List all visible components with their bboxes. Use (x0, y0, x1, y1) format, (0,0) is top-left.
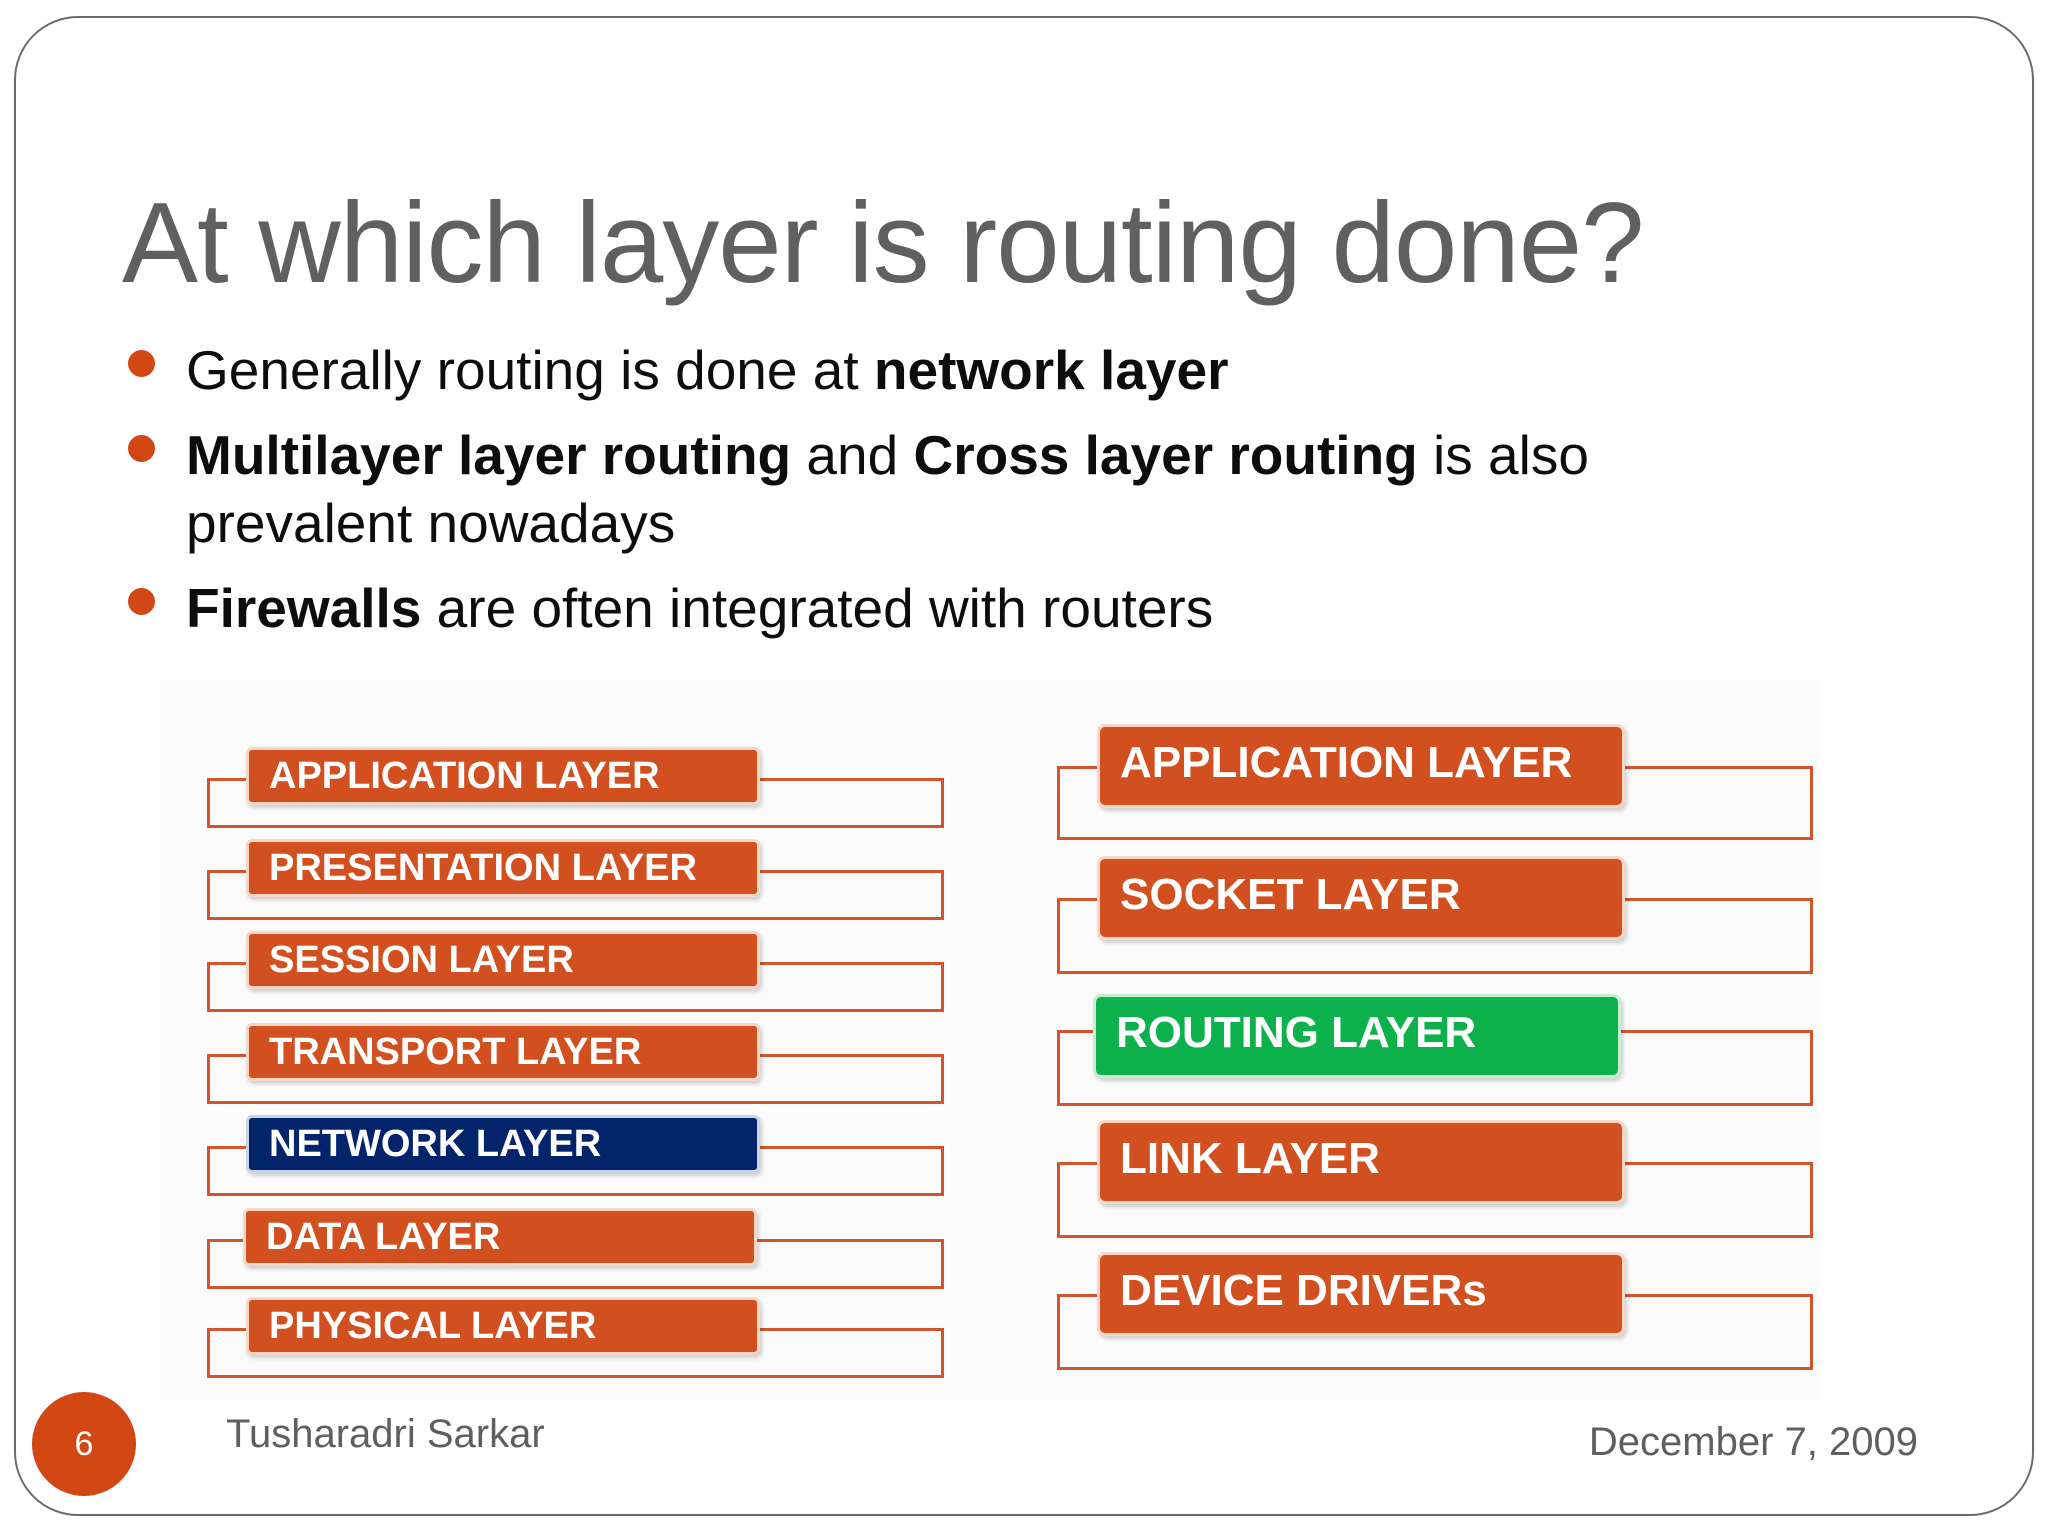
footer-author: Tusharadri Sarkar (226, 1412, 545, 1456)
bullet-dot-icon (128, 588, 155, 615)
bullet-emphasis: network layer (873, 339, 1229, 401)
alt-layer-socket: SOCKET LAYER (1097, 856, 1625, 940)
osi-layer-data: DATA LAYER (243, 1208, 757, 1266)
bullet-item: Generally routing is done at network lay… (128, 336, 1728, 404)
bullet-emphasis: Multilayer layer routing (186, 424, 792, 486)
bullet-text: and (791, 424, 914, 486)
osi-layer-network: NETWORK LAYER (246, 1115, 760, 1173)
osi-layer-session: SESSION LAYER (246, 931, 760, 989)
bullet-list: Generally routing is done at network lay… (128, 336, 1728, 659)
alt-layer-application: APPLICATION LAYER (1097, 724, 1625, 808)
osi-layer-presentation: PRESENTATION LAYER (246, 839, 760, 897)
osi-layer-physical: PHYSICAL LAYER (246, 1297, 760, 1355)
bullet-emphasis: Firewalls (186, 577, 422, 639)
alt-layer-link: LINK LAYER (1097, 1120, 1625, 1204)
bullet-dot-icon (128, 435, 155, 462)
bullet-text: is also prevalent nowadays (186, 424, 1589, 554)
alt-layer-device-drivers: DEVICE DRIVERs (1097, 1252, 1625, 1336)
bullet-text: are often integrated with routers (421, 577, 1214, 639)
bullet-dot-icon (128, 350, 155, 377)
alt-layer-routing: ROUTING LAYER (1093, 994, 1621, 1078)
bullet-emphasis: Cross layer routing (913, 424, 1418, 486)
bullet-item: Firewalls are often integrated with rout… (128, 574, 1728, 642)
slide-title: At which layer is routing done? (122, 180, 1645, 307)
footer-date: December 7, 2009 (1588, 1420, 1918, 1464)
osi-layer-transport: TRANSPORT LAYER (246, 1023, 760, 1081)
bullet-item: Multilayer layer routing and Cross layer… (128, 421, 1728, 557)
osi-layer-application: APPLICATION LAYER (246, 747, 760, 805)
bullet-text: Generally routing is done at (186, 339, 874, 401)
slide-number-badge: 6 (32, 1392, 136, 1496)
